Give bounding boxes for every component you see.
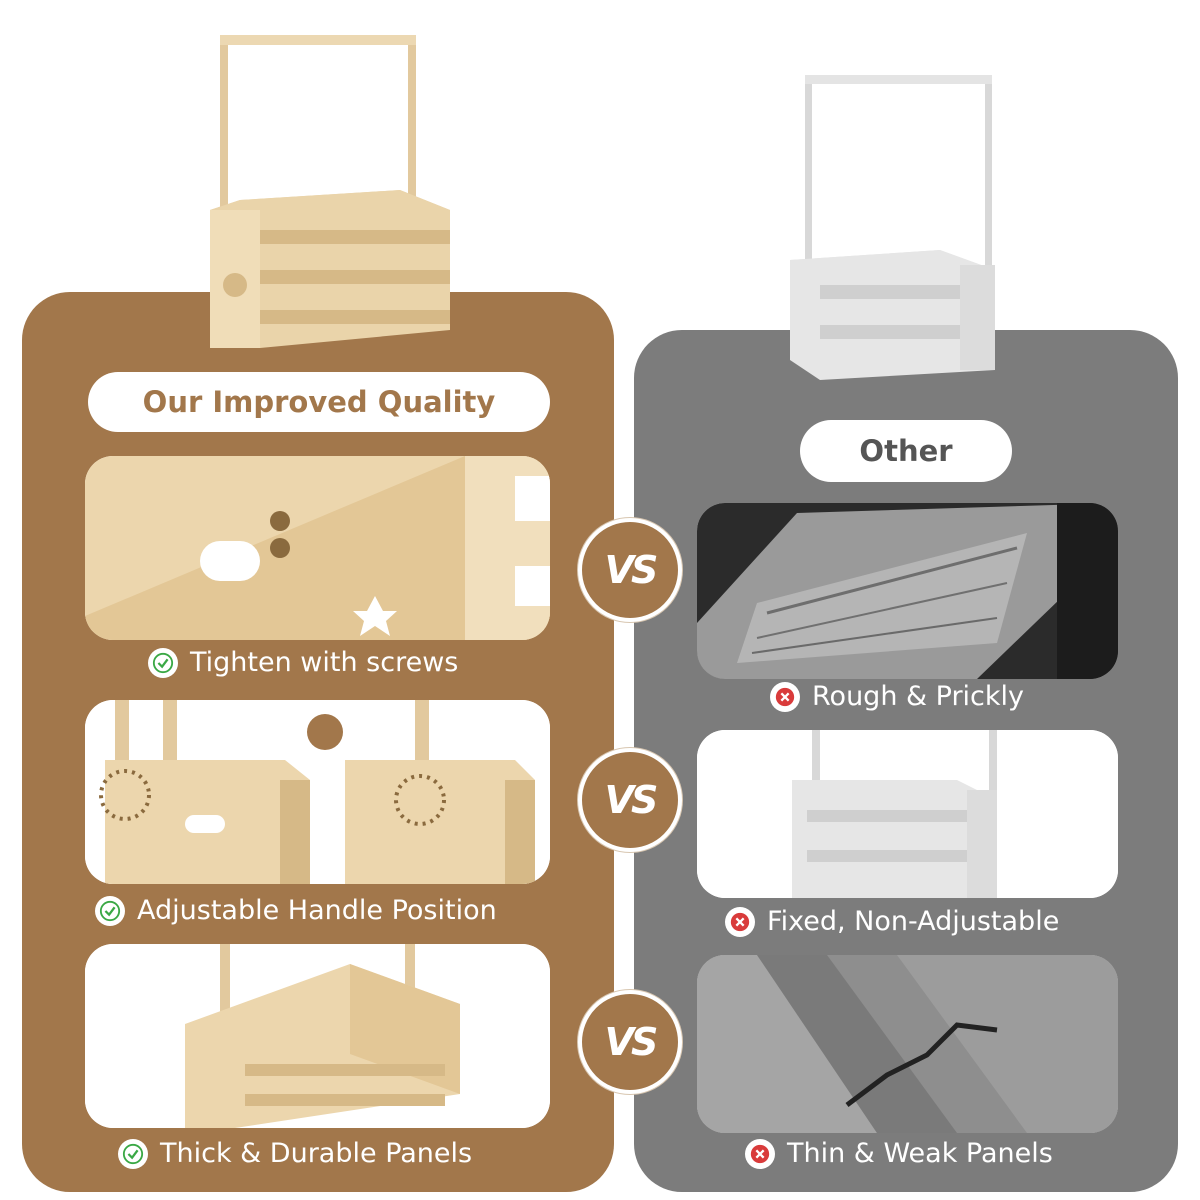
vs-badge-2: VS: [578, 748, 682, 852]
other-header: Other: [800, 420, 1012, 482]
durable-panels-photo: [85, 944, 550, 1128]
feature-bad-label: Rough & Prickly: [812, 681, 1025, 712]
cross-icon: [725, 906, 755, 937]
other-crate-image-overlay: [790, 75, 995, 380]
feature-bad-1: Rough & Prickly: [770, 681, 1024, 712]
feature-good-3: Thick & Durable Panels: [118, 1138, 472, 1169]
adjustable-handle-photo: [85, 700, 550, 884]
vs-badge-1: VS: [578, 518, 682, 622]
feature-bad-3: Thin & Weak Panels: [745, 1138, 1053, 1169]
feature-good-label: Thick & Durable Panels: [160, 1138, 473, 1169]
feature-bad-2: Fixed, Non-Adjustable: [725, 906, 1059, 937]
our-quality-header: Our Improved Quality: [88, 372, 550, 432]
feature-good-label: Tighten with screws: [190, 647, 459, 678]
check-icon: [118, 1138, 148, 1169]
feature-good-label: Adjustable Handle Position: [137, 895, 497, 926]
rough-wood-photo: [697, 503, 1118, 679]
feature-good-2: Adjustable Handle Position: [95, 895, 497, 926]
vs-badge-3: VS: [578, 990, 682, 1094]
fixed-handle-photo: [697, 730, 1118, 898]
check-icon: [148, 647, 178, 678]
check-icon: [95, 895, 125, 926]
feature-bad-label: Thin & Weak Panels: [787, 1138, 1053, 1169]
cross-icon: [770, 681, 800, 712]
feature-bad-label: Fixed, Non-Adjustable: [767, 906, 1060, 937]
product-crate-image-overlay: [210, 35, 450, 348]
feature-good-1: Tighten with screws: [148, 647, 458, 678]
screws-detail-photo: [85, 456, 550, 640]
cross-icon: [745, 1138, 775, 1169]
weak-panels-photo: [697, 955, 1118, 1133]
